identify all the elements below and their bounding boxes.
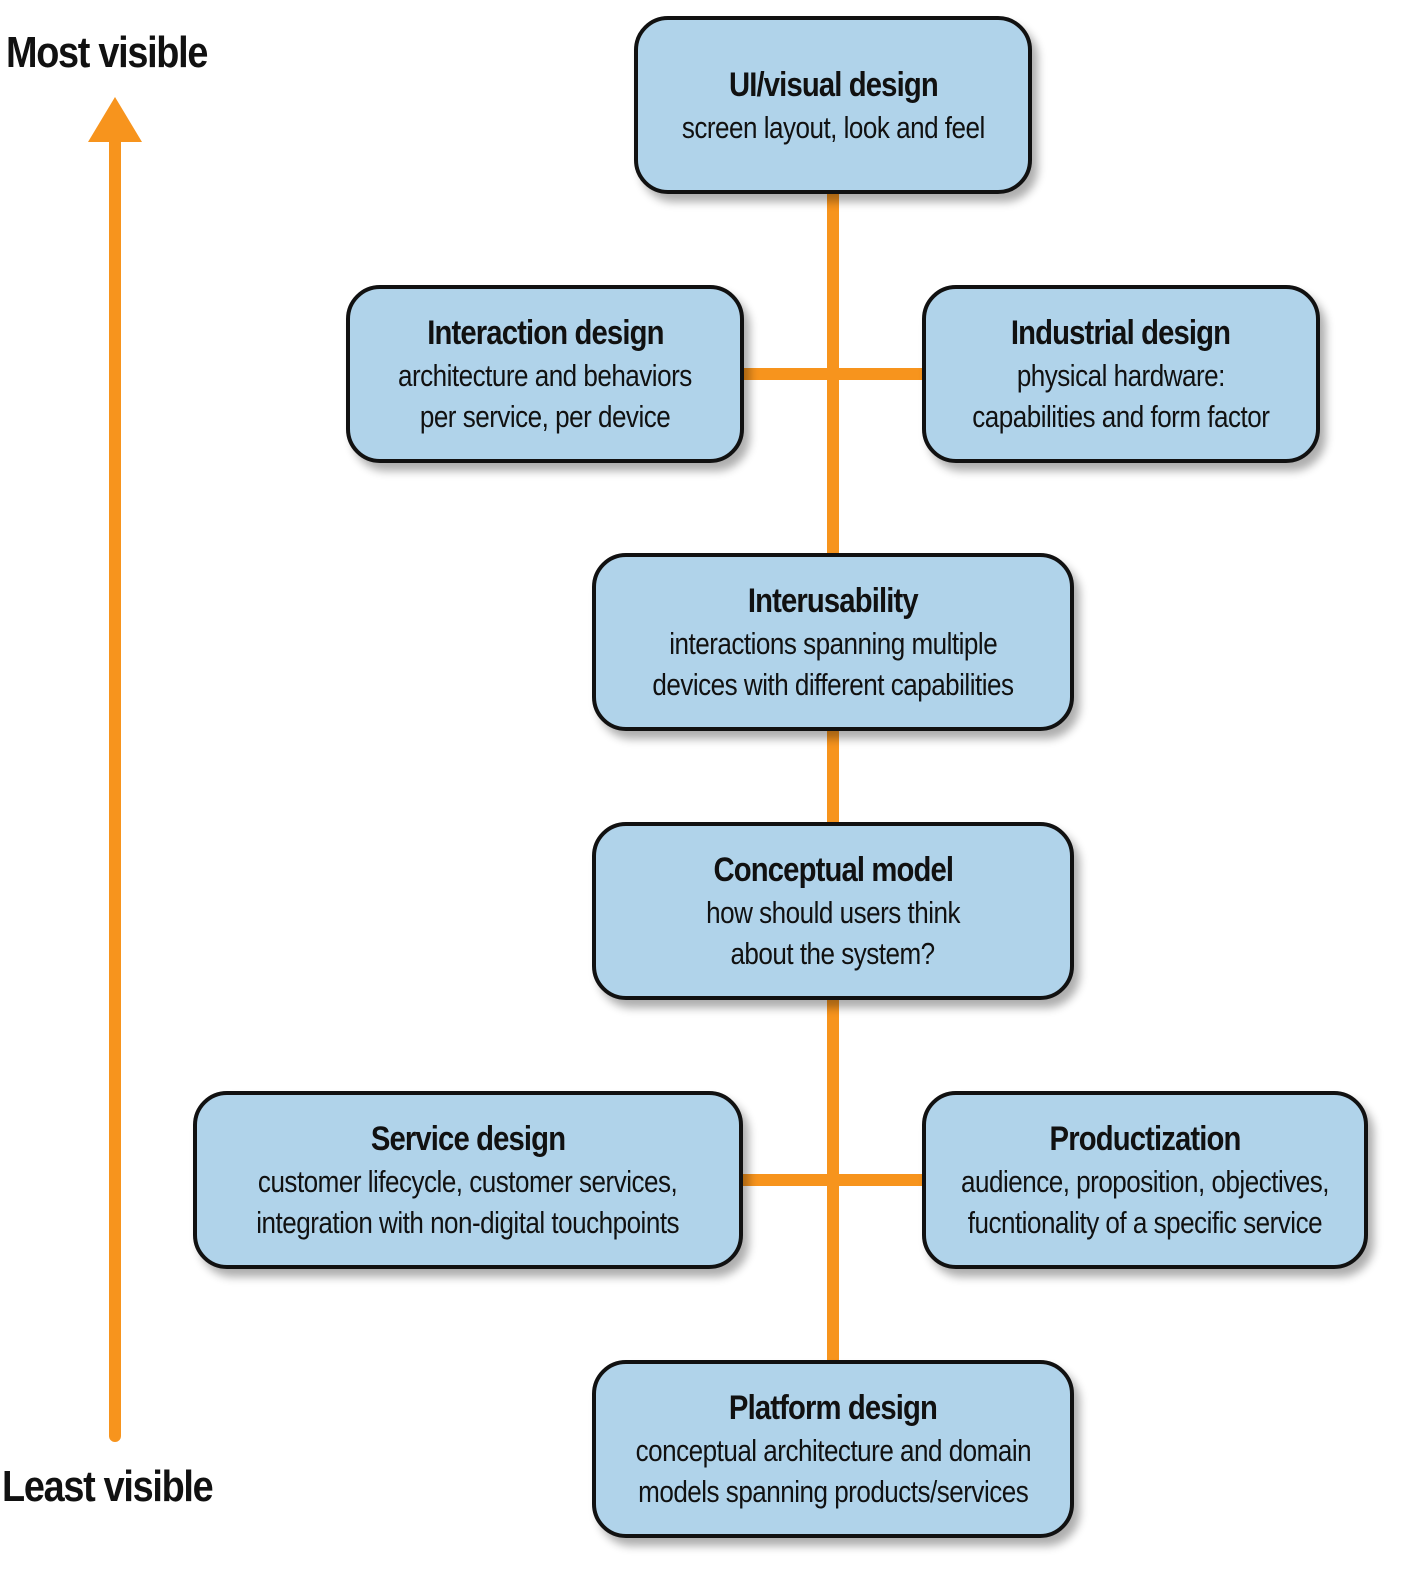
box-title: UI/visual design [728,65,939,104]
box-title: Conceptual model [713,851,954,889]
least-visible-label: Least visible [2,1462,214,1511]
box-description: interactions spanning multiple [669,626,997,661]
box-title: Productization [1049,1120,1241,1158]
service-design-box: Service design customer lifecycle, custo… [193,1091,743,1269]
interaction-design-box: Interaction design architecture and beha… [346,285,744,463]
industrial-design-box: Industrial design physical hardware: cap… [922,285,1320,463]
box-description: per service, per device [419,399,671,434]
box-title: Service design [370,1120,566,1158]
platform-design-box: Platform design conceptual architecture … [592,1360,1074,1538]
productization-box: Productization audience, proposition, ob… [922,1091,1368,1269]
box-description: physical hardware: [1016,358,1226,393]
box-description: devices with different capabilities [652,667,1014,702]
box-title: Platform design [728,1389,938,1427]
box-title: Interaction design [426,314,664,352]
box-title: Industrial design [1011,314,1231,352]
box-description: how should users think [706,895,960,930]
most-visible-label: Most visible [6,28,208,77]
box-title: Interusability [748,582,919,620]
box-description: screen layout, look and feel [681,109,985,145]
box-description: integration with non-digital touchpoints [256,1205,680,1240]
interusability-box: Interusability interactions spanning mul… [592,553,1074,731]
box-description: about the system? [730,936,936,971]
box-description: fucntionality of a specific service [967,1205,1323,1240]
box-description: customer lifecycle, customer services, [258,1164,678,1199]
box-description: architecture and behaviors [398,358,692,393]
conceptual-model-box: Conceptual model how should users think … [592,822,1074,1000]
ui-visual-design-box: UI/visual design screen layout, look and… [634,16,1032,194]
visibility-arrow-head [88,97,142,142]
box-description: capabilities and form factor [972,399,1270,434]
box-description: models spanning products/services [637,1474,1029,1509]
box-description: audience, proposition, objectives, [961,1164,1329,1199]
box-description: conceptual architecture and domain [635,1433,1031,1468]
